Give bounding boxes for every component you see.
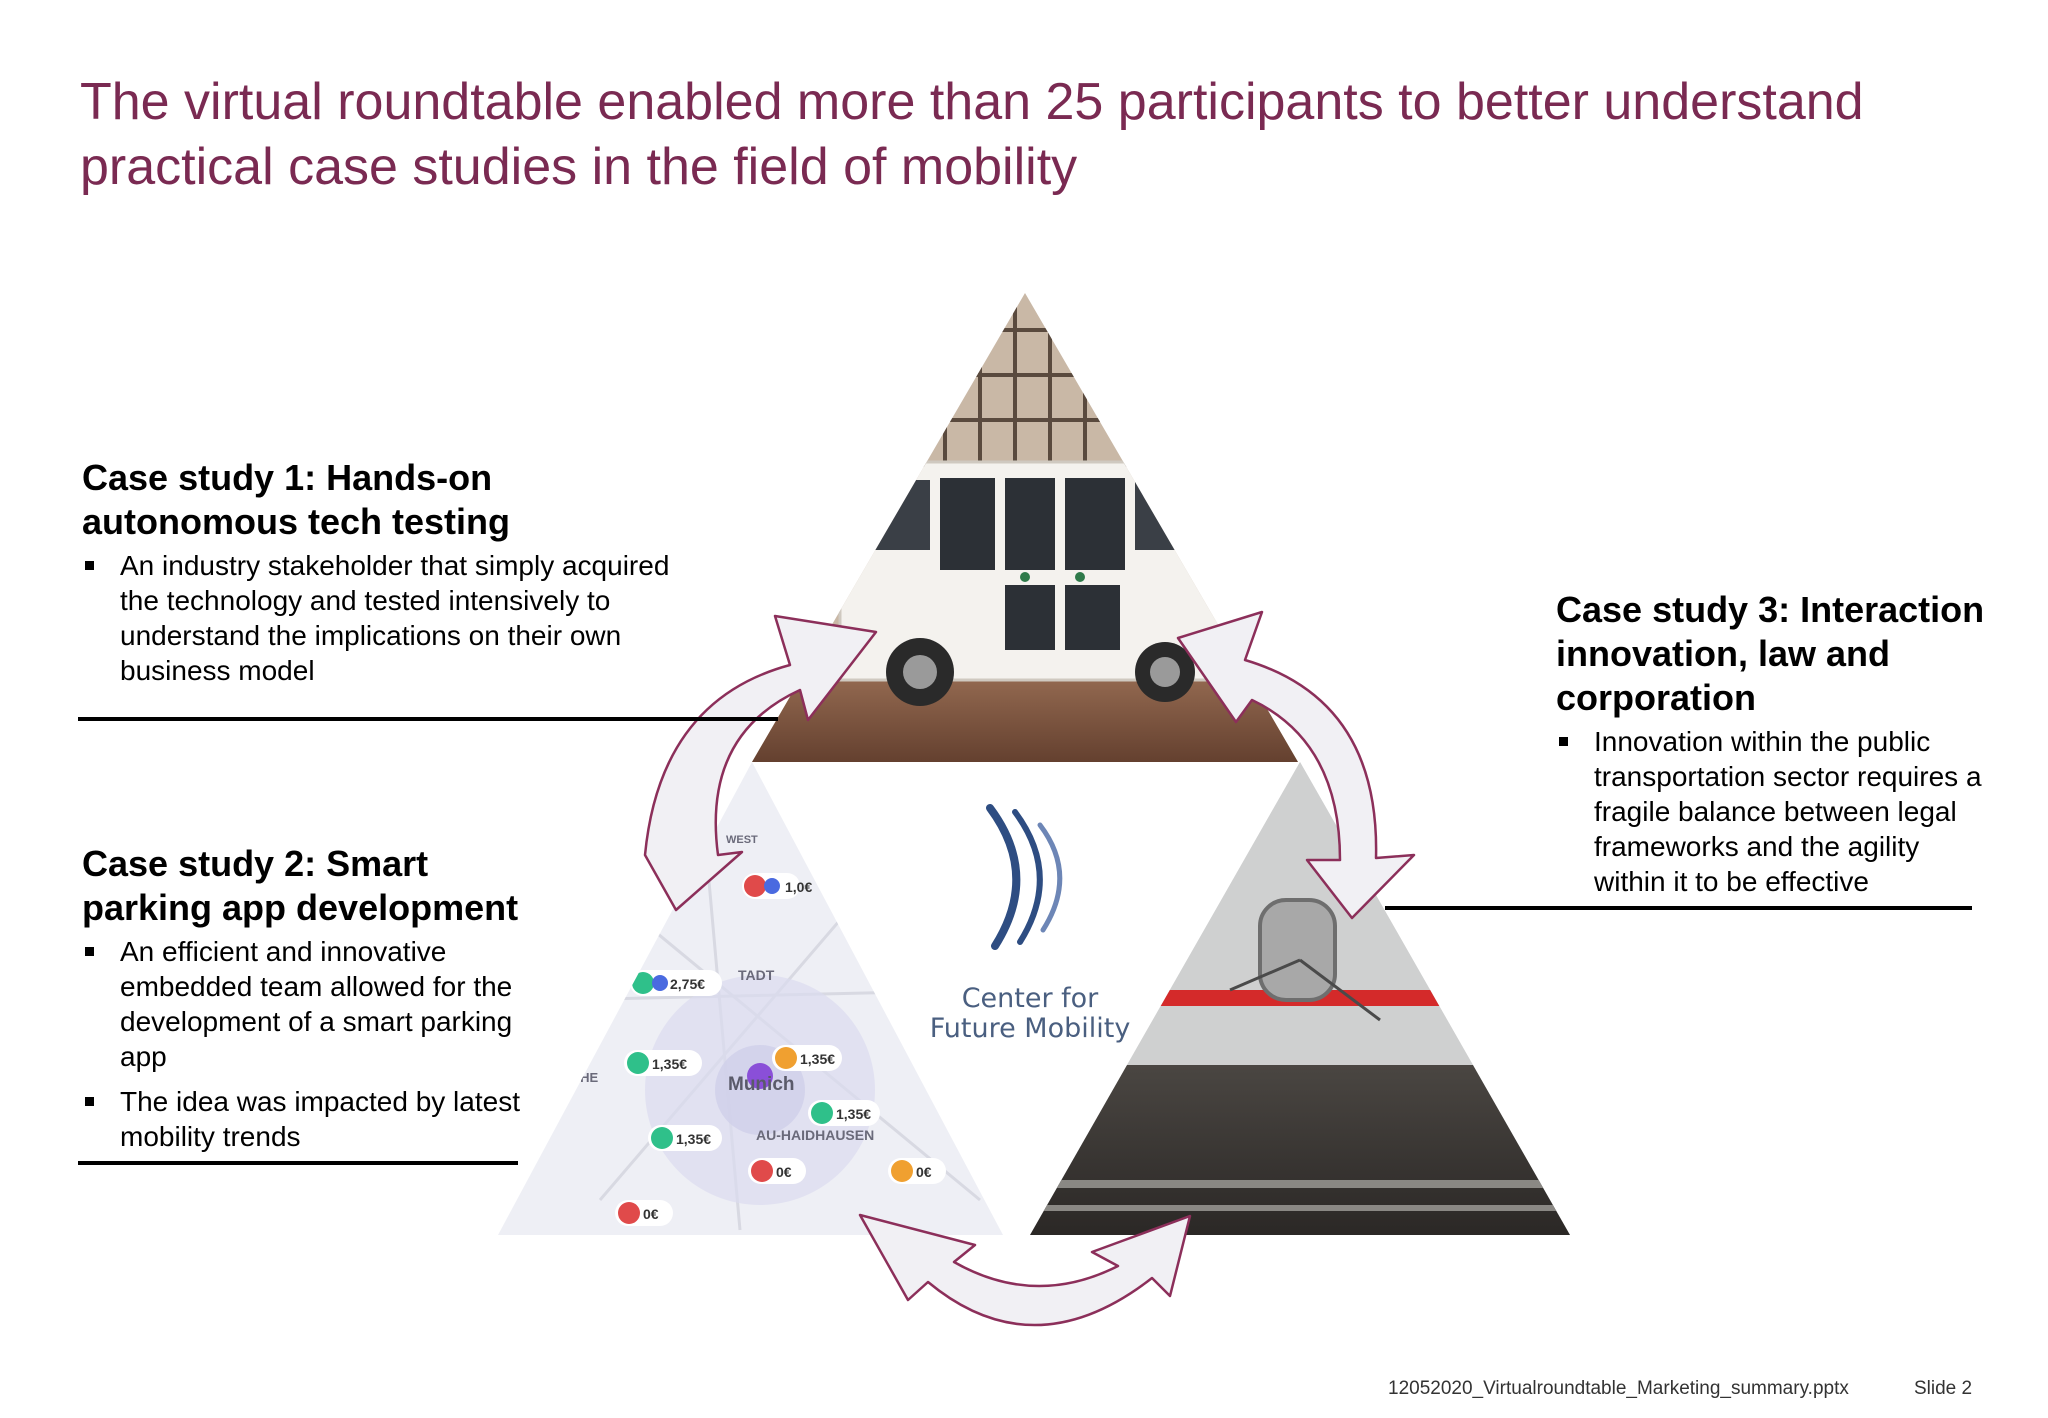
logo-line2: Future Mobility xyxy=(930,1013,1131,1044)
svg-text:1,35€: 1,35€ xyxy=(836,1106,871,1122)
price-pin: 1,35€ xyxy=(648,1125,722,1151)
price-pin: 0€ xyxy=(615,1200,673,1226)
map-label-ohe: OHE xyxy=(570,1070,599,1085)
svg-text:0€: 0€ xyxy=(776,1164,792,1180)
price-pin: 0€ xyxy=(748,1158,806,1184)
case-study-1-bullet: An industry stakeholder that simply acqu… xyxy=(82,548,682,688)
logo-arc-icon xyxy=(986,804,1021,950)
case-study-1-heading: Case study 1: Hands-on autonomous tech t… xyxy=(82,457,511,542)
parking-map: 1,0€ 2,75€ 1,35€ 1,35€ 1,35€ xyxy=(498,762,1003,1235)
price-pin: 2,75€ xyxy=(630,970,722,996)
divider-case-3 xyxy=(1385,906,1972,910)
logo-arc-icon xyxy=(1037,822,1063,933)
divider-case-1 xyxy=(78,717,778,721)
svg-text:1,35€: 1,35€ xyxy=(652,1056,687,1072)
case-study-3-heading: Case study 3: Interaction innovation, la… xyxy=(1556,589,1985,718)
logo-arc-icon xyxy=(1012,809,1043,945)
case-study-2: Case study 2: Smart parking app developm… xyxy=(82,842,542,1164)
arrow-right-icon xyxy=(1176,610,1416,920)
divider-case-2 xyxy=(78,1161,518,1165)
price-pin: 1,35€ xyxy=(772,1045,842,1071)
svg-text:1,35€: 1,35€ xyxy=(676,1131,711,1147)
map-label-stadt: TADT xyxy=(738,967,775,983)
footer-filename: 12052020_Virtualroundtable_Marketing_sum… xyxy=(1388,1378,1849,1399)
footer-slide-number: Slide 2 xyxy=(1914,1378,1973,1399)
price-pin: 1,0€ xyxy=(742,873,812,899)
train-photo xyxy=(1030,762,1570,1235)
case-study-1: Case study 1: Hands-on autonomous tech t… xyxy=(82,456,682,698)
svg-text:1,0€: 1,0€ xyxy=(785,879,812,895)
map-label-west: WEST xyxy=(726,834,758,846)
arrow-left-icon xyxy=(643,614,878,912)
map-label-district: AU-HAIDHAUSEN xyxy=(756,1127,874,1143)
svg-text:1,35€: 1,35€ xyxy=(800,1051,835,1067)
price-pin: 1,35€ xyxy=(808,1100,880,1126)
arrow-bottom-icon xyxy=(858,1213,1192,1327)
price-pin: 0€ xyxy=(888,1158,946,1184)
svg-text:0€: 0€ xyxy=(643,1206,659,1222)
center-for-future-mobility-logo: Center for Future Mobility xyxy=(930,804,1131,1044)
price-pin: 1,35€ xyxy=(624,1050,702,1076)
case-study-2-bullet: An efficient and innovative embedded tea… xyxy=(82,934,542,1074)
logo-line1: Center for xyxy=(962,983,1099,1014)
case-study-3-bullet: Innovation within the public transportat… xyxy=(1556,724,1996,899)
svg-text:2,75€: 2,75€ xyxy=(670,976,705,992)
case-study-2-heading: Case study 2: Smart parking app developm… xyxy=(82,843,519,928)
svg-text:0€: 0€ xyxy=(916,1164,932,1180)
map-label-munich: Munich xyxy=(728,1074,795,1095)
case-study-2-bullet: The idea was impacted by latest mobility… xyxy=(82,1084,542,1154)
case-study-3: Case study 3: Interaction innovation, la… xyxy=(1556,588,1996,909)
slide-title: The virtual roundtable enabled more than… xyxy=(80,73,1864,196)
